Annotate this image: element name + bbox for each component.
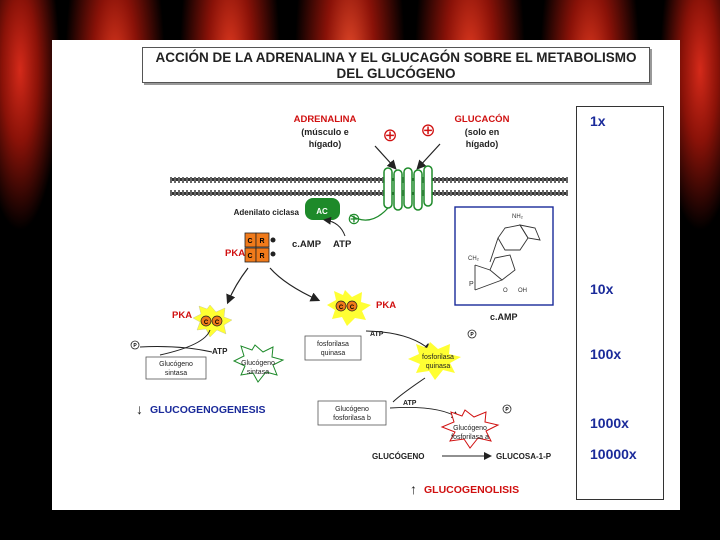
pka-center-label: PKA [376, 300, 396, 311]
glucagon-label: GLUCACÓN [455, 113, 510, 125]
ac-label: AC [316, 207, 328, 216]
glucogeno-label: GLUCÓGENO [372, 452, 424, 461]
plus-icon: ⊕ [347, 211, 360, 228]
synthase-phosphorylation-arc [139, 346, 213, 353]
pka-release-right-arrow [269, 267, 321, 302]
camp-structure-caption: c.AMP [490, 312, 518, 322]
atp-label-synthase: ATP [212, 347, 228, 356]
active-kinase-label-2: quinasa [426, 363, 451, 370]
pka-center-c2: C [350, 305, 355, 311]
pka-label: PKA [225, 248, 245, 259]
inactive-synthase-burst [232, 344, 285, 383]
amplification-panel [576, 106, 664, 500]
amplification-1x: 1x [590, 113, 606, 129]
glycogen-phosphorylase-b-box [317, 400, 387, 426]
glucagon-sub2: hígado) [466, 139, 499, 149]
camp-dot [270, 237, 276, 243]
atp-label-kinase: ATP [370, 331, 384, 338]
phosphorylase-b-label-1: Glucógeno [335, 406, 369, 413]
down-arrow-icon: ↓ [136, 401, 143, 417]
pka-left-c2: C [215, 320, 220, 326]
receptor-helices [383, 165, 433, 211]
amplification-10x: 10x [590, 281, 614, 297]
glycogen-synthase-inactive-1: Glucógeno [241, 360, 275, 367]
phosphorylase-activation-arrow [389, 406, 460, 420]
kinase-to-phosphorylase-arrow [392, 377, 426, 403]
adrenalina-arrow [374, 145, 397, 170]
o-label: O [503, 288, 508, 294]
phosphate-icon: P [505, 407, 509, 413]
active-phosphorylase-burst [440, 409, 500, 449]
phosphate-label: P [469, 281, 474, 288]
atp-label: ATP [333, 239, 352, 250]
glucogenogenesis-label: GLUCOGENOGENESIS [150, 404, 266, 416]
glycogen-synthase-box [145, 356, 207, 380]
adrenalina-sub1: (músculo e [301, 127, 349, 137]
pka-left-c1: C [204, 320, 209, 326]
slide-canvas [52, 40, 680, 510]
oh-label: OH [518, 288, 527, 294]
nh2-label: NH₂ [512, 214, 524, 220]
phosphorylase-kinase-box [304, 335, 362, 361]
adenylate-cyclase-label: Adenilato ciclasa [234, 208, 300, 217]
glycogen-synthase-label: Glucógeno [159, 361, 193, 368]
amplification-100x: 100x [590, 346, 622, 362]
active-kinase-burst [408, 342, 461, 380]
camp-label: c.AMP [292, 239, 322, 250]
phosphorylase-a-label-1: Glucógeno [453, 425, 487, 432]
pka-left-label: PKA [172, 310, 192, 321]
camp-molecule-drawing [474, 224, 541, 291]
pka-release-left-arrow [226, 267, 249, 305]
phosphorylase-a-label-2: fosforilasa a [451, 434, 489, 441]
pka-r-bottom: R [259, 253, 264, 260]
glycogen-synthase-inactive-2: sintasa [247, 369, 269, 376]
atp-to-camp-arrow [323, 216, 346, 237]
glycogen-synthase-label-2: sintasa [165, 370, 187, 377]
pka-c-top: C [247, 238, 252, 245]
phosphorylase-b-label-2: fosforilasa b [333, 415, 371, 422]
up-arrow-icon: ↑ [410, 481, 417, 497]
amplification-1000x: 1000x [590, 415, 629, 431]
slide-title: ACCIÓN DE LA ADRENALINA Y EL GLUCAGÓN SO… [142, 47, 650, 83]
title-line-1: ACCIÓN DE LA ADRENALINA Y EL GLUCAGÓN SO… [155, 50, 637, 65]
synthase-arrow [159, 329, 211, 356]
atp-label-phosphorylase: ATP [403, 400, 417, 407]
pka-complex [244, 232, 270, 263]
plus-icon: ⊕ [420, 120, 435, 140]
amplification-10000x: 10000x [590, 446, 637, 462]
pka-c-bottom: C [247, 253, 252, 260]
phosphate-icon: P [470, 332, 474, 338]
glucagon-arrow [416, 143, 441, 170]
adenylate-cyclase-block [305, 198, 340, 220]
glucogenolisis-label: GLUCOGENOLISIS [424, 484, 519, 496]
pka-r-top: R [259, 238, 264, 245]
glucosa1p-label: GLUCOSA-1-P [496, 452, 552, 461]
ch2-label: CH₂ [468, 256, 480, 262]
phosphorylase-kinase-label-2: quinasa [321, 350, 346, 357]
title-line-2: DEL GLUCÓGENO [336, 66, 456, 81]
active-kinase-label-1: fosforilasa [422, 354, 454, 361]
kinase-activation-arrow [365, 330, 432, 352]
receptor-loop [349, 207, 389, 221]
plus-icon: ⊕ [382, 125, 397, 145]
phosphate-icon: P [133, 343, 137, 349]
adrenalina-sub2: hígado) [309, 139, 342, 149]
phosphorylase-kinase-label-1: fosforilasa [317, 341, 349, 348]
camp-dot [270, 251, 276, 257]
cell-membrane [170, 177, 568, 196]
pka-center-c1: C [339, 305, 344, 311]
glucagon-sub1: (solo en [465, 127, 500, 137]
adrenalina-label: ADRENALINA [294, 114, 357, 125]
